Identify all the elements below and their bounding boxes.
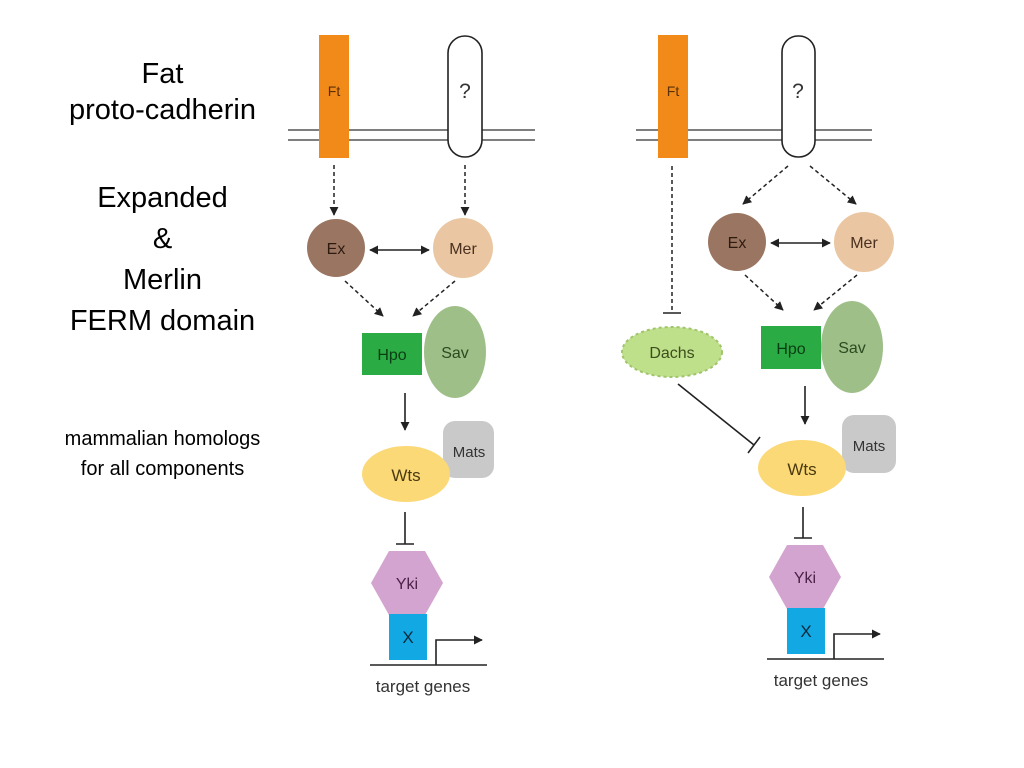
ferm-label-line-4: FERM domain [69,305,256,337]
right-x-shape [787,608,825,654]
right-x-node: X [787,608,825,654]
left-ex-label: Ex [327,241,346,258]
right-sav-label: Sav [838,340,866,357]
ferm-domain-label: Expanded & Merlin FERM domain [40,178,285,342]
left-ft-shape [319,35,349,158]
right-ex-node: Ex [708,213,766,271]
left-yki-label: Yki [396,576,418,593]
right-yki-label: Yki [794,570,816,587]
right-hpo-shape [761,326,821,369]
right-dachs-label: Dachs [649,345,694,362]
right-ex-shape [708,213,766,271]
left-x-node: X [389,614,427,660]
left-mats-label: Mats [453,444,486,461]
right-pathway-panel: Ft ? Ex Mer Dachs [621,35,896,690]
left-mats-shape [443,421,494,478]
left-sav-node: Sav [424,306,486,398]
right-unknown-label: ? [792,80,804,103]
left-ft-label: Ft [328,83,341,99]
right-yki-shape [769,545,841,609]
left-hpo-label: Hpo [377,347,406,364]
fat-label-line-2: proto-cadherin [69,94,256,126]
right-ex-to-hpo-arrow [744,274,784,311]
left-sav-shape [424,306,486,398]
right-yki-node: Yki [769,545,841,609]
homologs-note: mammalian homologs for all components [20,424,305,484]
right-wts-inhibits-yki [794,507,812,539]
right-hpo-label: Hpo [776,341,805,358]
left-x-label: X [402,628,413,647]
left-hpo-node: Hpo [362,333,422,375]
right-mer-node: Mer [834,212,894,272]
left-wts-shape [362,446,450,502]
left-unknown-receptor: ? [447,35,483,158]
right-wts-shape [758,440,846,496]
left-pathway-panel: Ft ? Ex Mer Hpo Sav [288,35,535,696]
left-unknown-shape [447,35,483,158]
ferm-label-line-1: Expanded [97,182,228,214]
left-yki-shape [371,551,443,615]
ferm-label-line-3: Merlin [123,264,202,296]
left-mer-node: Mer [433,218,493,278]
right-hpo-node: Hpo [761,326,821,369]
right-unknown-to-ex-arrow [742,165,789,205]
right-ex-label: Ex [728,235,747,252]
right-sav-shape [821,301,883,393]
homologs-line-1: mammalian homologs [64,428,261,450]
left-wts-node: Wts [362,446,450,502]
right-ft-receptor: Ft [658,35,688,158]
right-wts-label: Wts [787,460,816,479]
right-ft-shape [658,35,688,158]
left-ex-to-hpo-arrow [344,280,384,317]
left-mer-shape [433,218,493,278]
left-yki-node: Yki [371,551,443,615]
left-wts-label: Wts [391,466,420,485]
left-mer-label: Mer [449,241,477,258]
right-mats-shape [842,415,896,473]
left-mats-node: Mats [443,421,494,478]
right-mats-label: Mats [853,438,886,455]
right-x-label: X [800,622,811,641]
homologs-line-2: for all components [80,458,245,480]
fat-protocadherin-label: Fat proto-cadherin [40,56,285,128]
left-ex-shape [307,219,365,277]
right-unknown-shape [781,35,816,158]
left-hpo-shape [362,333,422,375]
right-unknown-to-mer-arrow [809,165,857,205]
fat-label-line-1: Fat [141,58,184,90]
left-ex-node: Ex [307,219,365,277]
right-dachs-node: Dachs [621,326,723,378]
left-target-genes-label: target genes [376,677,471,696]
left-unknown-label: ? [459,80,471,103]
right-sav-node: Sav [821,301,883,393]
right-dachs-shape [621,326,723,378]
right-transcription-arrow [833,629,881,659]
right-dachs-inhibits-wts [677,383,761,454]
left-sav-label: Sav [441,345,469,362]
right-mats-node: Mats [842,415,896,473]
right-ft-inhibits-dachs [663,166,681,314]
right-mer-shape [834,212,894,272]
right-mer-label: Mer [850,235,878,252]
right-target-genes-label: target genes [774,671,869,690]
right-mer-to-hpo-arrow [813,274,858,311]
left-wts-inhibits-yki [396,512,414,545]
right-unknown-receptor: ? [781,35,816,158]
left-ft-receptor: Ft [319,35,349,158]
right-ft-label: Ft [667,83,680,99]
ferm-label-line-2: & [152,223,173,255]
left-x-shape [389,614,427,660]
left-transcription-arrow [435,635,483,665]
left-mer-to-hpo-arrow [412,280,456,317]
right-wts-node: Wts [758,440,846,496]
